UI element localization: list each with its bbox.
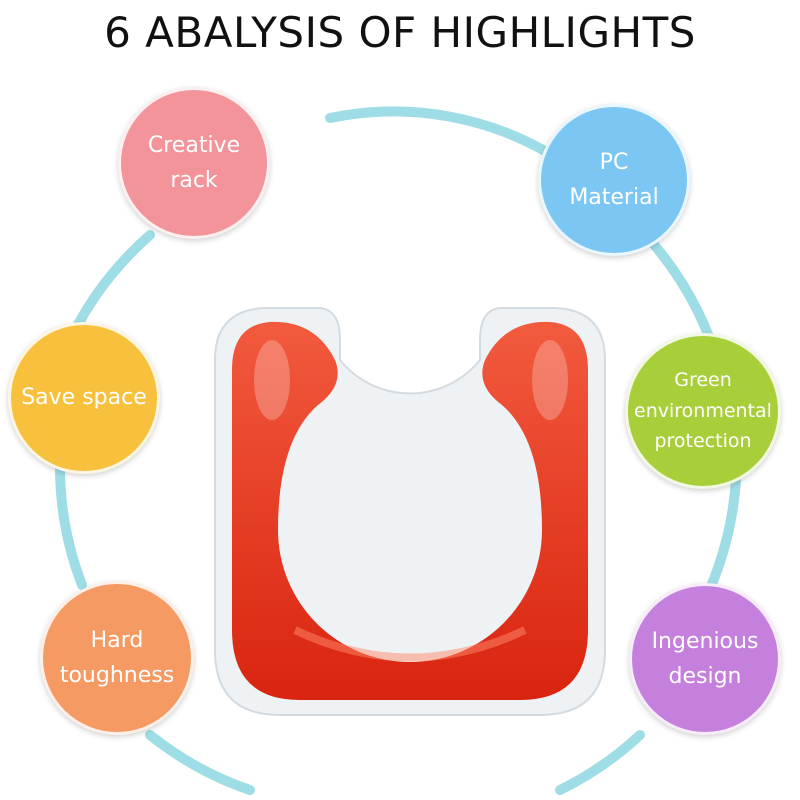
highlight-line: Save space bbox=[21, 385, 147, 411]
highlight-line: Ingenious bbox=[651, 628, 759, 654]
highlight-green-environmental-protection: Green environmental protection bbox=[625, 333, 781, 489]
highlight-line: Material bbox=[569, 185, 659, 210]
highlight-line: Green bbox=[674, 369, 732, 392]
highlight-save-space: Save space bbox=[8, 322, 160, 474]
highlight-line: toughness bbox=[59, 663, 175, 688]
highlight-line: Creative bbox=[147, 132, 241, 158]
highlight-line: design bbox=[668, 664, 742, 689]
highlight-hard-toughness: Hard toughness bbox=[40, 581, 194, 735]
highlight-ingenious-design: Ingenious design bbox=[629, 583, 781, 735]
highlight-line: rack bbox=[170, 168, 218, 193]
highlight-line: protection bbox=[654, 430, 752, 453]
highlight-creative-rack: Creative rack bbox=[118, 87, 270, 239]
highlight-line: environmental bbox=[634, 399, 772, 422]
highlight-line: PC bbox=[599, 149, 629, 175]
u-shaped-rack-image bbox=[214, 307, 606, 716]
highlight-line: Hard bbox=[90, 627, 144, 653]
page-title: 6 ABALYSIS OF HIGHLIGHTS bbox=[104, 8, 696, 57]
highlight-pc-material: PC Material bbox=[538, 104, 690, 256]
